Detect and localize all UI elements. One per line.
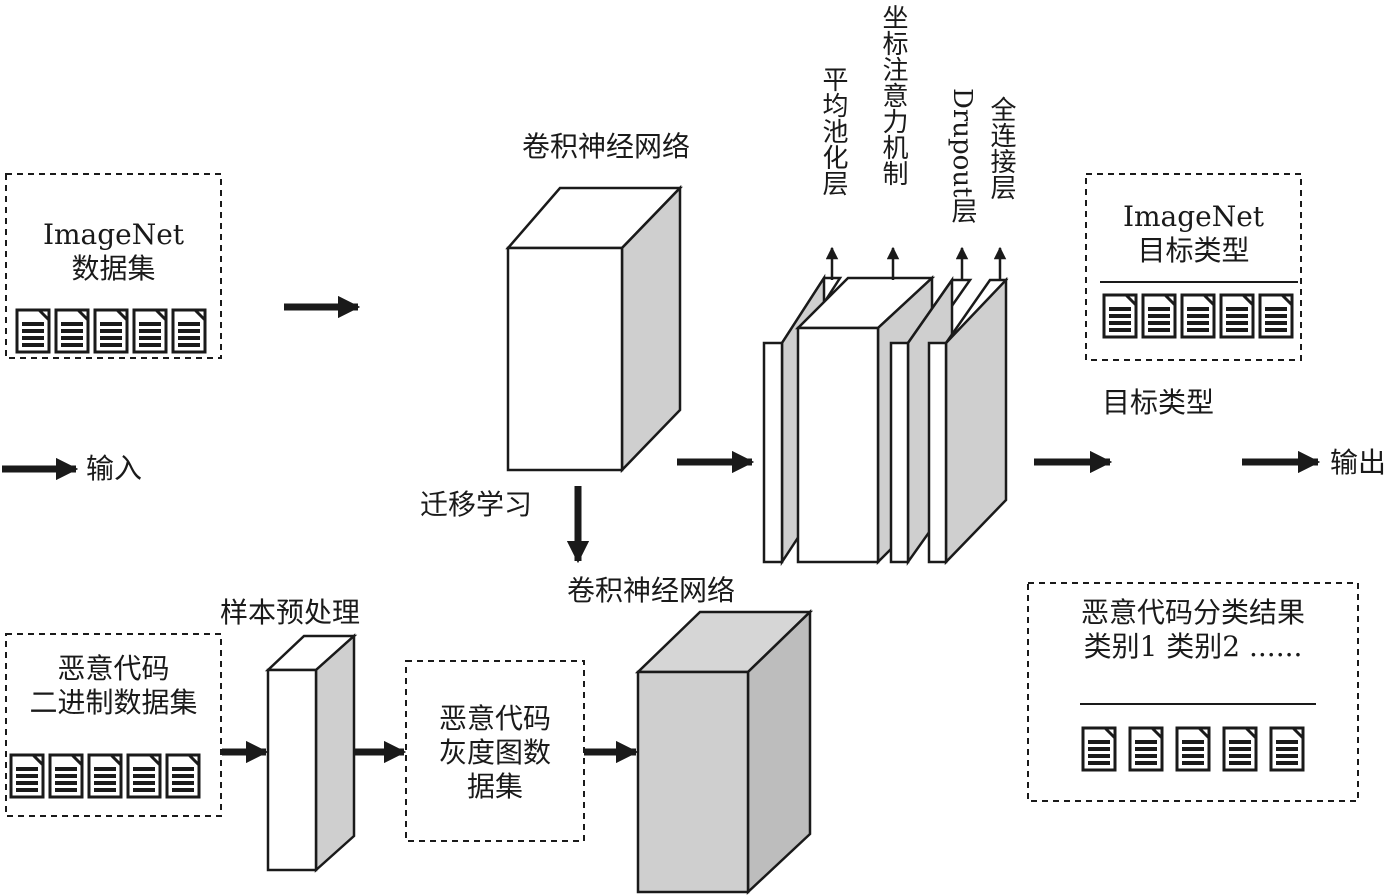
cnn-bottom-label: 卷积神经网络 [567, 574, 736, 607]
imagenet-dataset-line1: ImageNet [42, 218, 185, 251]
document-icon [54, 308, 90, 354]
document-icon [1222, 726, 1258, 772]
document-icon-row-target [1102, 293, 1294, 339]
document-icon-row-malware [9, 753, 201, 799]
cnn-block-bottom [634, 609, 814, 895]
imagenet-dataset-title: ImageNet 数据集 [6, 218, 221, 286]
document-icon [126, 753, 162, 799]
flow-arrows [2, 295, 1321, 764]
layer-label-coord-attention: 坐标注意力机制 [878, 4, 908, 186]
layer-label-dropout: Drupout层 [947, 88, 977, 224]
malware-binary-title: 恶意代码 二进制数据集 [6, 652, 221, 720]
imagenet-target-box [1085, 173, 1302, 361]
cnn-block-top [505, 184, 683, 474]
document-icon [1219, 293, 1255, 339]
document-icon [87, 753, 123, 799]
imagenet-dataset-line2: 数据集 [71, 252, 156, 285]
layer-output-arrows [825, 246, 1007, 280]
document-icon [1128, 726, 1164, 772]
document-icon [93, 308, 129, 354]
transfer-learning-label: 迁移学习 [420, 488, 533, 521]
document-icon [1102, 293, 1138, 339]
document-icon [9, 753, 45, 799]
document-icon [1081, 726, 1117, 772]
document-icon [15, 308, 51, 354]
malware-binary-line2: 二进制数据集 [29, 686, 198, 719]
malware-binary-line1: 恶意代码 [57, 652, 170, 685]
target-type-label: 目标类型 [1102, 386, 1215, 419]
layer-stack [762, 273, 1009, 567]
legend-input-label: 输入 [86, 452, 143, 485]
document-icon-row-imagenet [15, 308, 207, 354]
legend-output-label: 输出 [1330, 446, 1387, 479]
document-icon [1269, 726, 1305, 772]
malware-gray-line3: 据集 [466, 770, 523, 803]
cnn-top-label: 卷积神经网络 [522, 130, 691, 163]
result-line1: 恶意代码分类结果 [1080, 596, 1305, 629]
layer-label-fully-connected: 全连接层 [986, 96, 1016, 200]
result-line2: 类别1 类别2 ...... [1083, 630, 1303, 663]
malware-gray-line2: 灰度图数 [438, 736, 551, 769]
document-icon [171, 308, 207, 354]
layer-label-avg-pool: 平均池化层 [818, 66, 848, 196]
document-icon [48, 753, 84, 799]
malware-gray-title: 恶意代码 灰度图数 据集 [406, 702, 584, 804]
document-icon [132, 308, 168, 354]
document-icon [1141, 293, 1177, 339]
document-icon [1180, 293, 1216, 339]
preprocess-block [264, 633, 358, 873]
document-icon [165, 753, 201, 799]
malware-gray-line1: 恶意代码 [438, 702, 551, 735]
imagenet-target-title: ImageNet 目标类型 [1086, 200, 1301, 268]
result-box [1027, 582, 1359, 802]
preprocess-label: 样本预处理 [220, 596, 361, 629]
imagenet-target-line1: ImageNet [1122, 200, 1265, 233]
document-icon [1258, 293, 1294, 339]
document-icon [1175, 726, 1211, 772]
result-title: 恶意代码分类结果 类别1 类别2 ...... [1028, 596, 1358, 664]
imagenet-target-line2: 目标类型 [1137, 234, 1250, 267]
document-icon-row-result [1081, 726, 1305, 772]
imagenet-dataset-box [5, 173, 222, 359]
